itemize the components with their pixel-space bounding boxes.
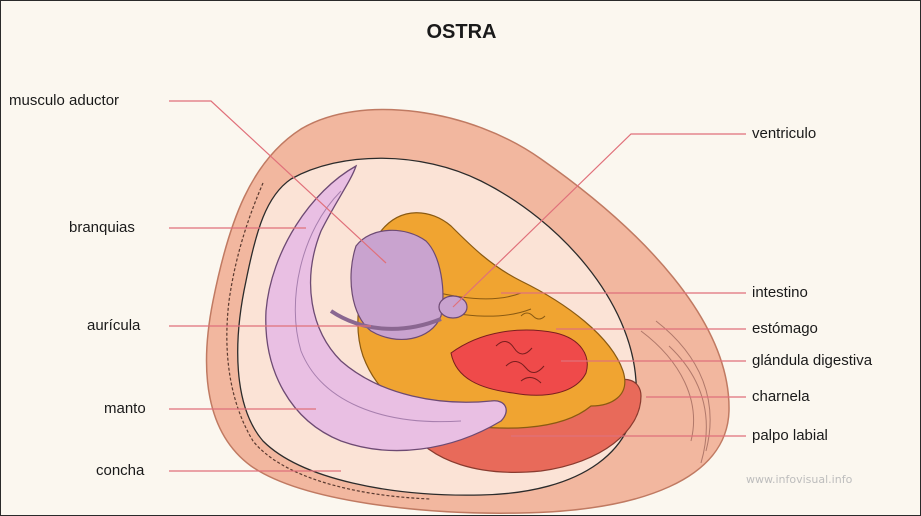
credit-text: www.infovisual.info (746, 473, 852, 486)
diagram-title: OSTRA (1, 21, 921, 44)
label-palpo-labial: palpo labial (752, 427, 828, 445)
label-estomago: estómago (752, 320, 818, 338)
label-concha: concha (96, 462, 144, 480)
label-auricula: aurícula (87, 317, 140, 335)
label-musculo-aductor: musculo aductor (9, 92, 119, 110)
label-manto: manto (104, 400, 146, 418)
label-branquias: branquias (69, 219, 135, 237)
label-charnela: charnela (752, 388, 810, 406)
label-ventriculo: ventriculo (752, 125, 816, 143)
label-intestino: intestino (752, 284, 808, 302)
label-glandula-digestiva: glándula digestiva (752, 352, 872, 370)
